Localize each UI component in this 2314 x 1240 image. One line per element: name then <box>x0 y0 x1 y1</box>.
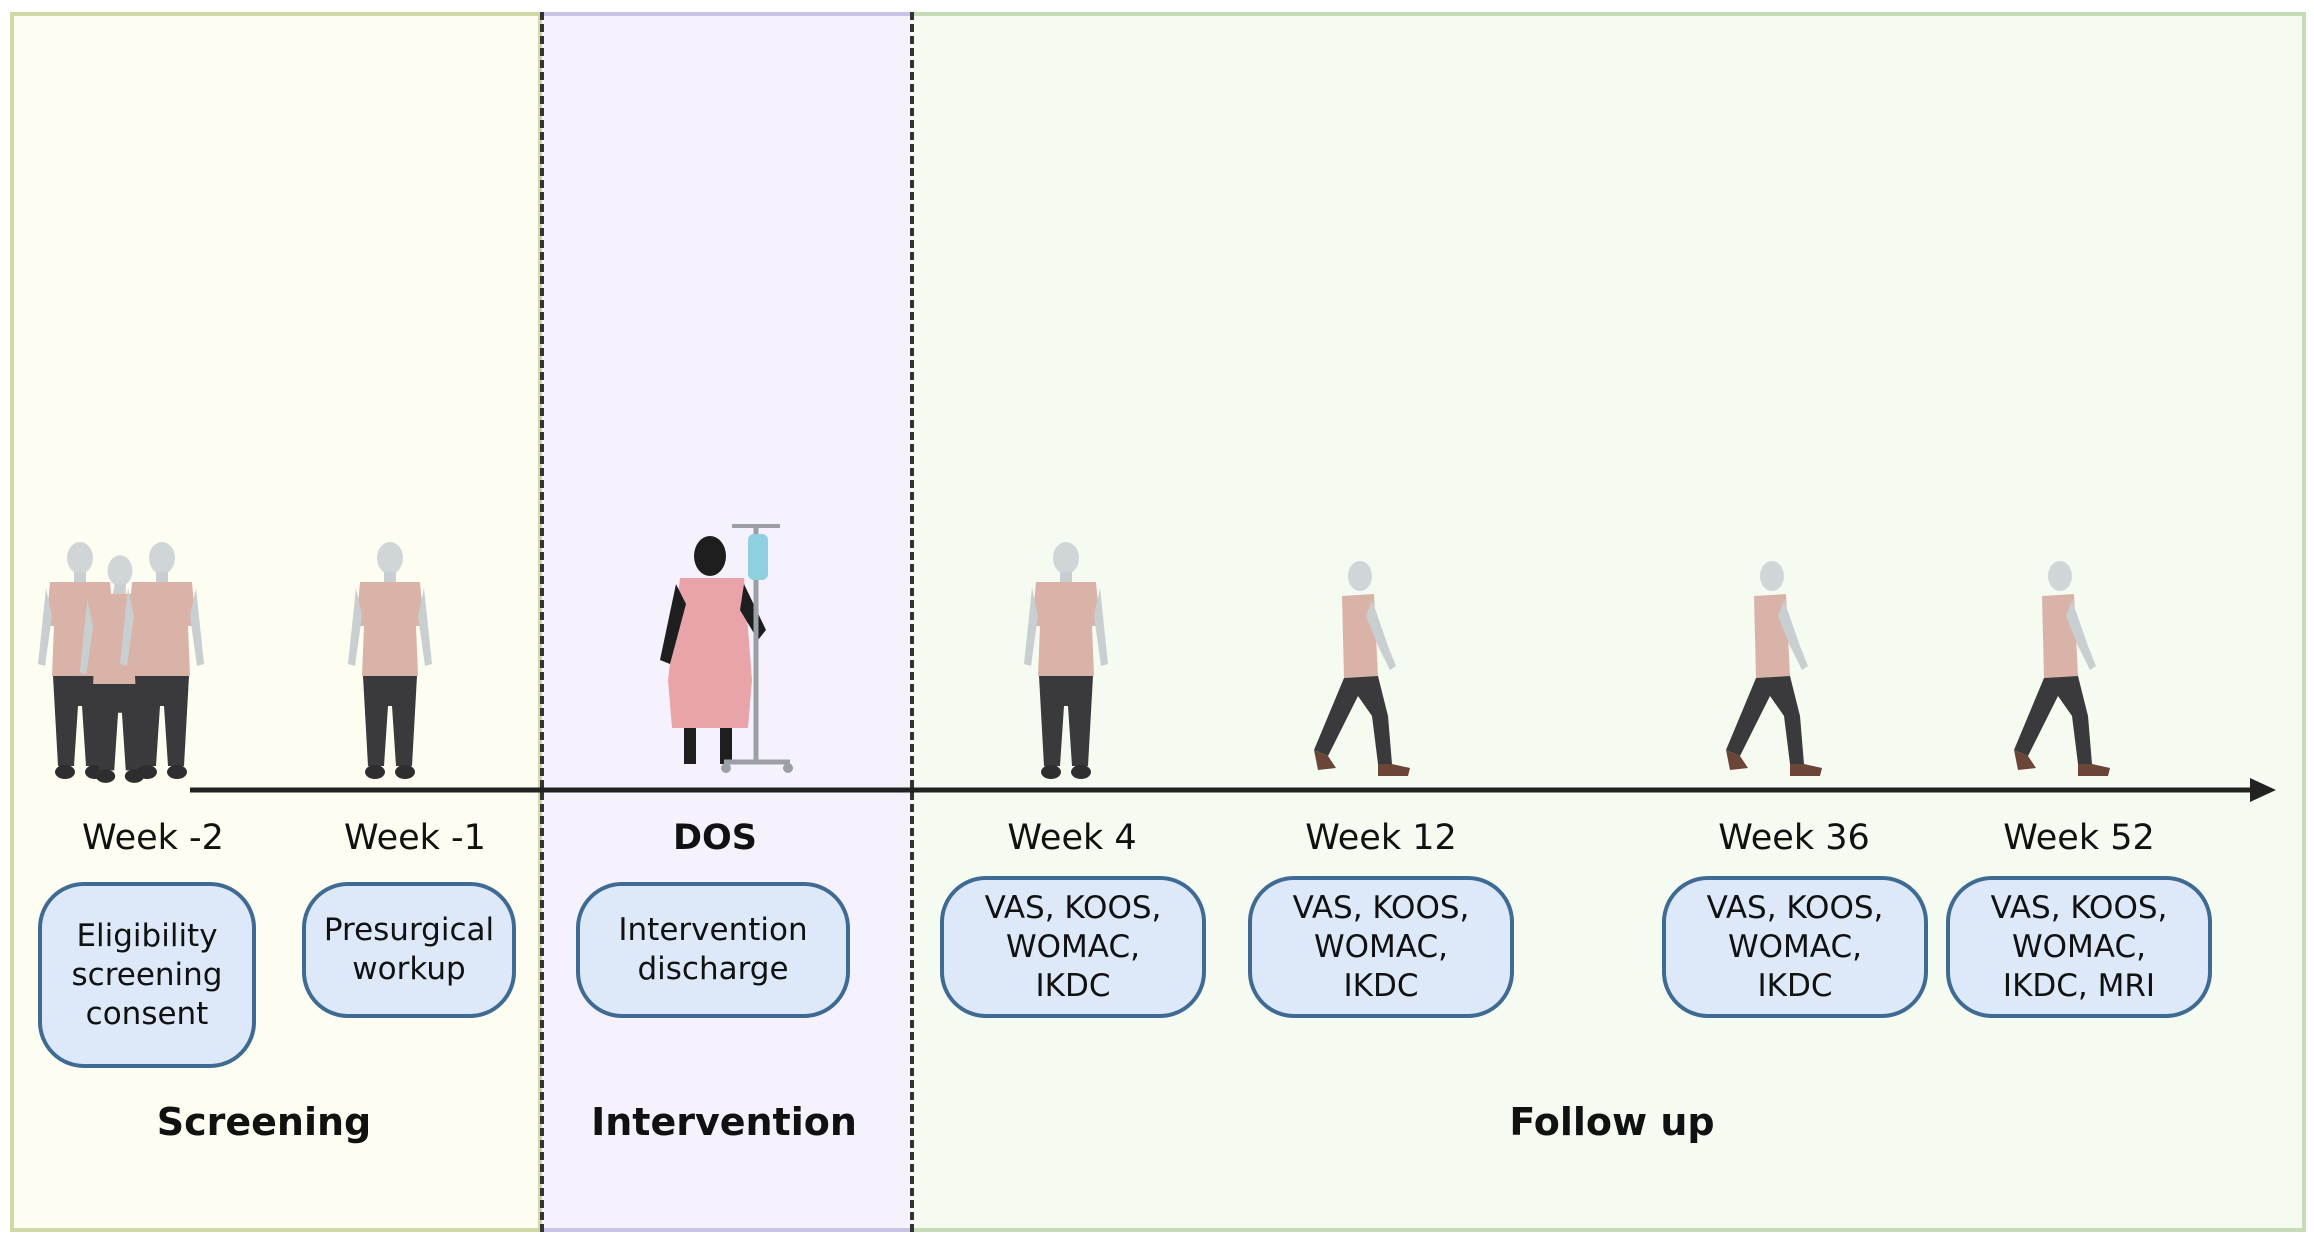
phase-label-intervention: Intervention <box>591 1100 857 1144</box>
timepoint-box-text: Intervention discharge <box>618 912 808 987</box>
timepoint-box: VAS, KOOS, WOMAC, IKDC <box>1662 876 1928 1018</box>
timepoint-box-text: VAS, KOOS, WOMAC, IKDC, MRI <box>1990 889 2168 1004</box>
timepoint-box-text: VAS, KOOS, WOMAC, IKDC <box>984 889 1162 1004</box>
week-label: Week 4 <box>1007 818 1137 858</box>
walking-person-icon <box>1314 561 1410 776</box>
timepoint-box: VAS, KOOS, WOMAC, IKDC <box>940 876 1206 1018</box>
timepoint-box: Eligibility screening consent <box>38 882 256 1068</box>
walking-person-icon <box>2014 561 2110 776</box>
timepoint-box-text: Eligibility screening consent <box>71 917 223 1032</box>
week-label: Week -2 <box>82 818 224 858</box>
standing-person-icon <box>348 542 432 779</box>
week-label: DOS <box>672 818 758 858</box>
phase-divider <box>540 12 544 1232</box>
timepoint-box: Presurgical workup <box>302 882 516 1018</box>
standing-person-icon <box>1024 542 1108 779</box>
phase-label-screening: Screening <box>156 1100 372 1144</box>
timepoint-box-text: VAS, KOOS, WOMAC, IKDC <box>1292 889 1470 1004</box>
phase-label-followup: Follow up <box>1509 1100 1715 1144</box>
timeline-arrow <box>190 778 2276 802</box>
standing-person-group-icon <box>38 542 204 783</box>
timepoint-box-text: Presurgical workup <box>323 912 495 987</box>
timepoint-box: VAS, KOOS, WOMAC, IKDC, MRI <box>1946 876 2212 1018</box>
week-label: Week 12 <box>1305 818 1457 858</box>
week-label: Week 52 <box>2003 818 2155 858</box>
timepoint-box-text: VAS, KOOS, WOMAC, IKDC <box>1706 889 1884 1004</box>
week-label: Week 36 <box>1718 818 1870 858</box>
walking-person-icon <box>1726 561 1822 776</box>
week-label: Week -1 <box>344 818 486 858</box>
timepoint-box: Intervention discharge <box>576 882 850 1018</box>
patient-iv-drip-icon <box>660 524 793 773</box>
phase-divider <box>910 12 914 1232</box>
timepoint-box: VAS, KOOS, WOMAC, IKDC <box>1248 876 1514 1018</box>
